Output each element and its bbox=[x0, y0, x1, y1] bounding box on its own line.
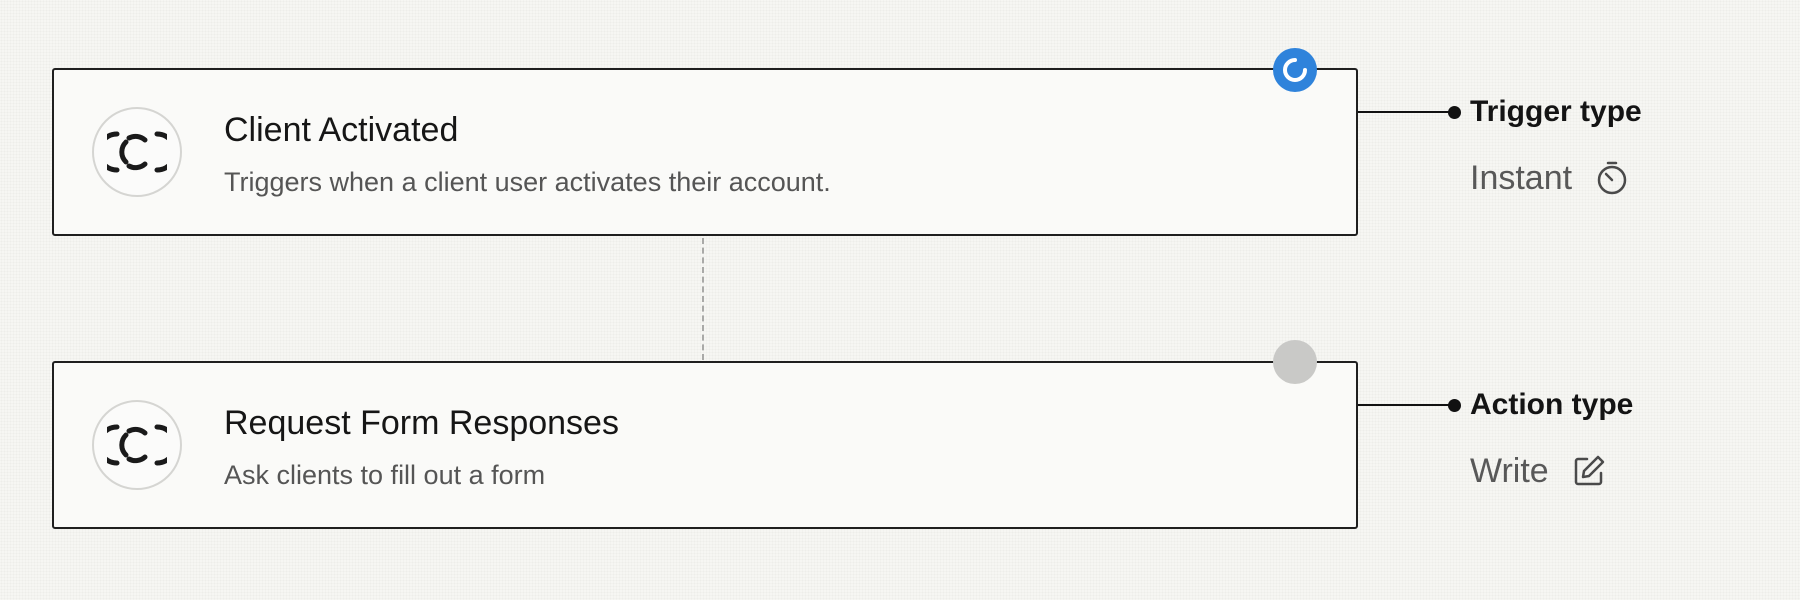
trigger-annotation-dot bbox=[1448, 106, 1461, 119]
action-type-label: Action type bbox=[1470, 388, 1634, 421]
action-step-title: Request Form Responses bbox=[224, 404, 619, 442]
stopwatch-icon bbox=[1594, 160, 1630, 196]
action-type-value: Write bbox=[1470, 451, 1607, 491]
trigger-annotation-line bbox=[1358, 111, 1454, 113]
trigger-step-description: Triggers when a client user activates th… bbox=[224, 167, 831, 197]
client-app-logo-icon bbox=[92, 400, 182, 490]
action-annotation-dot bbox=[1448, 399, 1461, 412]
trigger-step-card[interactable]: Client Activated Triggers when a client … bbox=[52, 68, 1358, 236]
edit-icon bbox=[1571, 453, 1607, 489]
trigger-type-value: Instant bbox=[1470, 158, 1630, 198]
step-connector bbox=[702, 238, 704, 360]
action-type-text: Write bbox=[1470, 452, 1549, 490]
action-step-card[interactable]: Request Form Responses Ask clients to fi… bbox=[52, 361, 1358, 529]
trigger-type-text: Instant bbox=[1470, 159, 1573, 197]
action-step-description: Ask clients to fill out a form bbox=[224, 460, 546, 490]
idle-status-icon bbox=[1273, 340, 1317, 384]
trigger-type-label: Trigger type bbox=[1470, 95, 1642, 128]
client-app-logo-icon bbox=[92, 107, 182, 197]
action-annotation-line bbox=[1358, 404, 1454, 406]
running-status-icon bbox=[1273, 48, 1317, 92]
trigger-step-title: Client Activated bbox=[224, 111, 459, 149]
